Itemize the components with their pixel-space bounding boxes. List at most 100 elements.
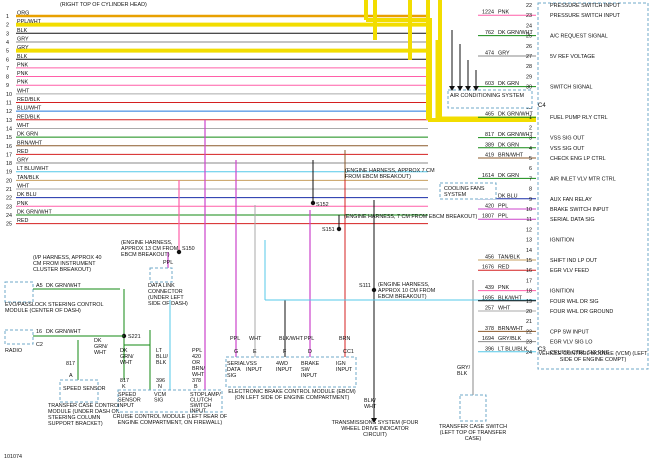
left-wire-pin: 10 bbox=[6, 92, 12, 98]
vcm-pin-number: 6 bbox=[529, 166, 532, 172]
vcm-pin-number: 20 bbox=[526, 309, 532, 315]
radio-pin: 16 bbox=[36, 329, 42, 335]
left-wire-pin: 4 bbox=[6, 40, 9, 46]
left-wire-row: 13 RED/BLK bbox=[6, 114, 428, 124]
left-wire-color: RED/BLK bbox=[17, 114, 40, 120]
cooling-fans-box bbox=[439, 182, 497, 200]
left-wire-pin: 7 bbox=[6, 66, 9, 72]
speed-sensor-box bbox=[59, 379, 99, 403]
vcm-pin-number: 13 bbox=[526, 238, 532, 244]
vcm-pin-circuit: 378 bbox=[485, 326, 494, 332]
svg-text:S150: S150 bbox=[182, 246, 195, 252]
ebcm-pin-label: INPUT bbox=[246, 367, 263, 373]
vcm-pin-number: 24 bbox=[526, 350, 532, 356]
vertical-wire-group bbox=[77, 0, 536, 418]
left-wire-color: WHT bbox=[17, 88, 30, 94]
vcm-pin-circuit: 1614 bbox=[482, 173, 494, 179]
ebcm-pin-wire: PPL bbox=[304, 336, 314, 342]
vcm-pin-circuit: 439 bbox=[485, 285, 494, 291]
vcm-pin-label: VSS SIG OUT bbox=[550, 146, 585, 152]
left-wire-pin: 25 bbox=[6, 222, 12, 228]
radio-wire: DK GRN/WHT bbox=[46, 329, 81, 335]
cruise-pin-label: SENSOR bbox=[118, 398, 141, 404]
ac-arrows bbox=[449, 30, 479, 91]
cruise-pin-wire: WHT bbox=[192, 372, 205, 378]
figure-id: 101074 bbox=[4, 454, 22, 460]
splice-s151: S151 (ENGINE HARNESS, 7 CM FROM EBCM BRE… bbox=[322, 214, 477, 233]
cruise-pin: PPL420ORBRN/WHT378BSTOPLAMP/CLUTCHSWITCH… bbox=[190, 348, 221, 415]
vcm-pin-color: PNK bbox=[498, 285, 509, 291]
vcm-pin-row: 28 bbox=[526, 64, 532, 70]
left-wire-color: BLU/WHT bbox=[17, 106, 42, 112]
vcm-pin-circuit: 474 bbox=[485, 51, 494, 57]
ebcm-pin-id: D bbox=[308, 349, 312, 355]
cruise-pin-circuit: 396 bbox=[156, 378, 165, 384]
cruise-pin-wire: PPL bbox=[192, 348, 202, 354]
left-wire-color: WHT bbox=[17, 123, 30, 129]
left-wire-color: RED/BLK bbox=[17, 97, 40, 103]
top-note: (RIGHT TOP OF CYLINDER HEAD) bbox=[60, 2, 147, 8]
cruise-pin-label: SIG bbox=[154, 398, 163, 404]
vcm-pin-color: BRN/WHT bbox=[498, 153, 524, 159]
vcm-pin-color: WHT bbox=[498, 306, 511, 312]
dlc-wire: PPL bbox=[163, 260, 173, 266]
vcm-pin-number: 15 bbox=[526, 258, 532, 264]
left-wire-group: 1ORG2PPL/WHT3BLK4GRY5GRY6BLK7PNK8PNK9PNK… bbox=[6, 11, 428, 228]
dk-grn-wire bbox=[123, 336, 150, 346]
vcm-pin-circuit: 465 bbox=[485, 112, 494, 118]
svg-text:S151: S151 bbox=[322, 227, 335, 233]
vcm-pin-label: SHIFT IND LP OUT bbox=[550, 258, 598, 264]
vcm-pin-circuit: 1676 bbox=[482, 265, 494, 271]
left-wire-pin: 13 bbox=[6, 118, 12, 124]
vcm-pin-row: 6 bbox=[529, 166, 532, 172]
speed-sensor-label: SPEED SENSOR bbox=[63, 386, 106, 392]
left-wire-color: DK GRN/WHT bbox=[17, 209, 52, 215]
vcm-pin-number: 28 bbox=[526, 64, 532, 70]
vcm-pin-number: 14 bbox=[526, 248, 532, 254]
left-wire-color: GRY bbox=[17, 158, 29, 164]
left-wire-pin: 24 bbox=[6, 213, 12, 219]
vcm-pin-label: A/C REQUEST SIGNAL bbox=[550, 34, 608, 40]
vcm-pin-color: DK GRN bbox=[498, 142, 519, 148]
vcm-pin-label: PRESSURE SWITCH INPUT bbox=[550, 13, 621, 19]
ebcm-pin-label: 4WD bbox=[276, 361, 288, 367]
vcm-pin-number: 11 bbox=[526, 217, 532, 223]
vcm-pin-label: AUX FAN RELAY bbox=[550, 197, 592, 203]
cruise-pin-label: INPUT bbox=[190, 409, 207, 415]
ebcm-pin-id: F bbox=[283, 349, 287, 355]
left-wire-pin: 20 bbox=[6, 178, 12, 184]
cruise-pin-label: SPEED bbox=[118, 392, 136, 398]
vcm-pin-number: 27 bbox=[526, 54, 532, 60]
vcm-pin-circuit: 420 bbox=[485, 204, 494, 210]
cruise-pin-circuit: 817 bbox=[120, 378, 129, 384]
vcm-pin-color: DK GRN/WHT bbox=[498, 112, 533, 118]
vcm-pin-color: PPL bbox=[498, 214, 508, 220]
left-wire-color: BLK bbox=[17, 54, 28, 60]
vcm-pin-number: 18 bbox=[526, 289, 532, 295]
vcm-pin-color: BRN/WHT bbox=[498, 326, 524, 332]
vcm-pin-circuit: 396 bbox=[485, 346, 494, 352]
vcm-pin-number: 16 bbox=[526, 268, 532, 274]
vcm-pin-row: 8 bbox=[529, 187, 532, 193]
left-wire-pin: 21 bbox=[6, 187, 12, 193]
left-wire-pin: 3 bbox=[6, 31, 9, 37]
ebcm-pin-wire: BLK/WHT bbox=[279, 336, 304, 342]
